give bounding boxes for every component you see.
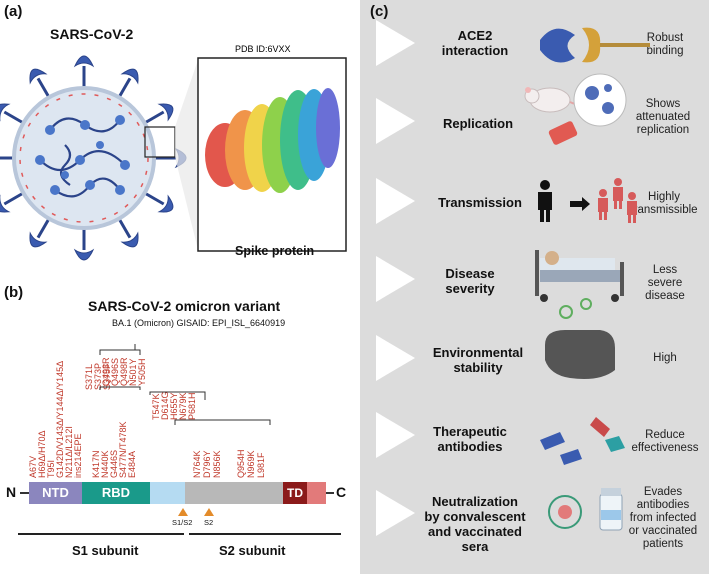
- panel-label-b: (b): [4, 284, 24, 301]
- n-terminus: N: [6, 484, 17, 500]
- row-outcome-ace2: Robust binding: [646, 32, 684, 57]
- rbd-domain: RBD: [82, 482, 150, 504]
- s2-subunit-label: S2 subunit: [219, 543, 286, 558]
- virus-illustration: PDB ID:6VXX: [0, 44, 347, 262]
- row-outcome-environmental-stability: High: [653, 352, 677, 364]
- vaccine-vial-icon: [548, 488, 623, 531]
- pdb-label: PDB ID:6VXX: [235, 44, 291, 54]
- row-title-neutralization: Neutralization by convalescent and vacci…: [424, 494, 526, 554]
- panel-label-a: (a): [4, 3, 23, 20]
- mutation-brackets: [99, 344, 271, 425]
- cleavage-markers: [178, 508, 214, 516]
- hospital-bed-icon: [535, 250, 624, 302]
- row-title-environmental-stability: Environmental stability: [432, 345, 524, 375]
- ntd-label: NTD: [42, 485, 69, 500]
- rbd-label: RBD: [101, 485, 131, 500]
- c-terminus: C: [336, 484, 347, 500]
- row-title-ace2: ACE2 interaction: [441, 28, 509, 58]
- antibody-icon: [540, 417, 625, 465]
- virus-title: SARS-CoV-2: [50, 26, 134, 42]
- row-title-replication: Replication: [442, 116, 514, 131]
- row-outcome-neutralization: Evades antibodies from infected or vacci…: [628, 486, 698, 550]
- td-domain: TD: [283, 482, 307, 504]
- spike-protein-caption: Spike protein: [235, 244, 315, 258]
- row-title-therapeutic-antibodies: Therapeutic antibodies: [433, 424, 507, 454]
- s1-subunit-label: S1 subunit: [72, 543, 139, 558]
- s1s2-cleavage-label: S1/S2: [172, 518, 193, 527]
- c-tail-region: [307, 482, 326, 504]
- spike-receptor-icon: [540, 27, 650, 63]
- variant-subtitle: BA.1 (Omicron) GISAID: EPI_ISL_6640919: [112, 318, 286, 328]
- td-label: TD: [287, 486, 303, 500]
- row-arrows: [376, 20, 415, 536]
- s2-region: [185, 482, 283, 504]
- fist-virus-icon: [545, 298, 615, 379]
- ntd-domain: NTD: [29, 482, 82, 504]
- variant-title: SARS-CoV-2 omicron variant: [88, 298, 281, 314]
- row-outcome-replication: Shows attenuated replication: [635, 98, 691, 136]
- person-icon: [538, 178, 637, 223]
- panel-label-c: (c): [370, 3, 389, 20]
- row-outcome-disease-severity: Less severe disease: [645, 264, 685, 302]
- s1-tail-region: [150, 482, 185, 504]
- row-title-disease-severity: Disease severity: [445, 266, 495, 296]
- row-outcome-therapeutic-antibodies: Reduce effectiveness: [631, 429, 699, 454]
- row-title-transmission: Transmission: [438, 195, 522, 210]
- mouse-icon: [524, 73, 627, 145]
- s2-cleavage-label: S2: [204, 518, 214, 527]
- row-outcome-transmission: Highly transmissible: [630, 191, 698, 216]
- panel-c-icons: [524, 27, 650, 531]
